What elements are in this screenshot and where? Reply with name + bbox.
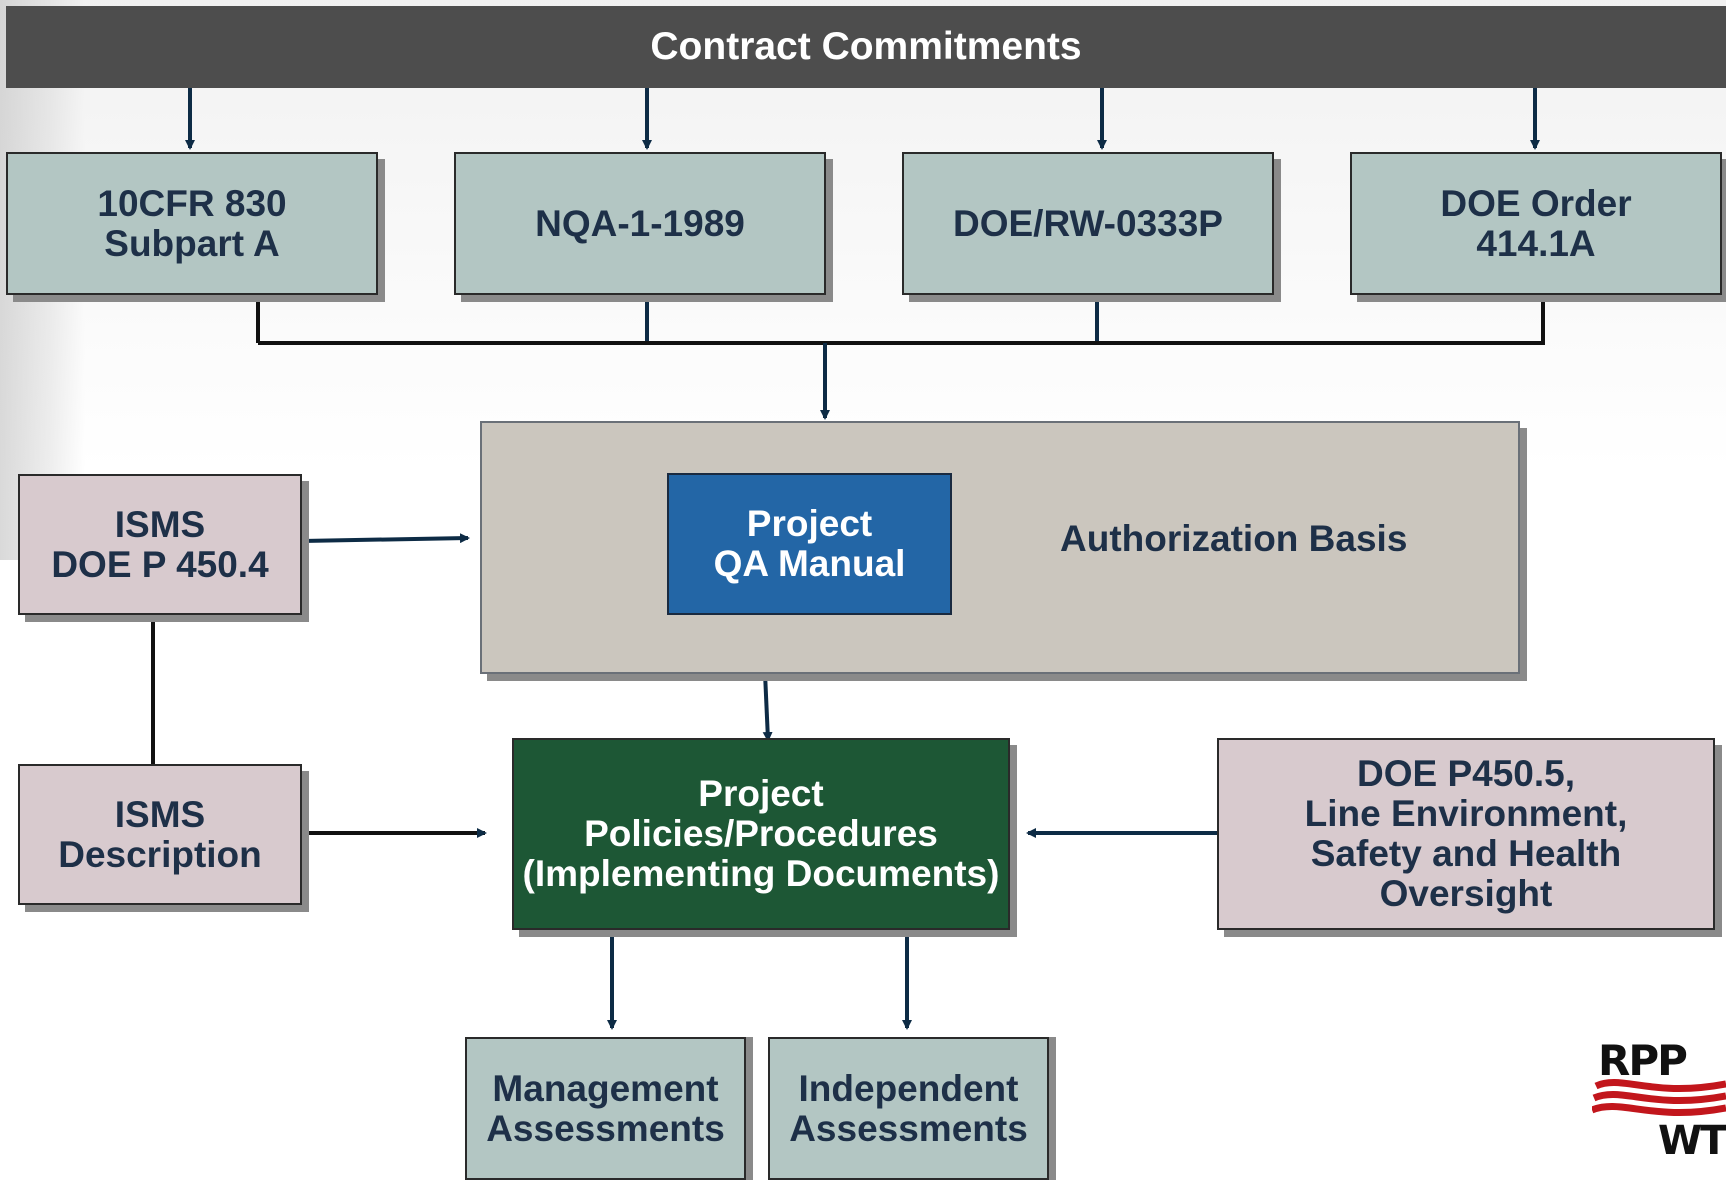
authorization-basis-box: Authorization Basis [480, 421, 1520, 674]
policies-procedures-label: Project Policies/Procedures (Implementin… [522, 773, 1000, 894]
requirement-label: DOE Order 414.1A [1440, 182, 1632, 264]
requirement-label: 10CFR 830 Subpart A [97, 182, 287, 264]
authorization-basis-label: Authorization Basis [1060, 518, 1408, 559]
logo-bottom-text: WTP [1658, 1118, 1726, 1164]
contract-commitments-header: Contract Commitments [6, 6, 1726, 88]
qa-manual-label: Project QA Manual [713, 503, 906, 584]
oversight-label: DOE P450.5, Line Environment, Safety and… [1304, 753, 1628, 914]
arrow-isms-to-authorization [301, 533, 470, 544]
rpp-wtp-logo: RPP WTP [1592, 1036, 1726, 1180]
isms-policy-box: ISMS DOE P 450.4 [18, 474, 302, 615]
qa-manual-box: Project QA Manual [667, 473, 952, 615]
logo-top-text: RPP [1598, 1036, 1688, 1085]
requirement-nqa-1: NQA-1-1989 [454, 152, 826, 295]
requirement-doe-order-414: DOE Order 414.1A [1350, 152, 1722, 295]
arrow-authorization-to-procedures [762, 672, 773, 742]
isms-description-box: ISMS Description [18, 764, 302, 905]
oversight-box: DOE P450.5, Line Environment, Safety and… [1217, 738, 1715, 930]
requirement-10cfr-830: 10CFR 830 Subpart A [6, 152, 378, 295]
isms-policy-label: ISMS DOE P 450.4 [51, 503, 269, 585]
header-title: Contract Commitments [650, 25, 1082, 68]
flag-stripes-icon [1592, 1079, 1726, 1117]
requirement-label: NQA-1-1989 [535, 202, 745, 244]
requirement-doe-rw-0333p: DOE/RW-0333P [902, 152, 1274, 295]
management-assessments-label: Management Assessments [486, 1067, 725, 1149]
policies-procedures-box: Project Policies/Procedures (Implementin… [512, 738, 1010, 930]
independent-assessments-box: Independent Assessments [768, 1037, 1049, 1180]
management-assessments-box: Management Assessments [465, 1037, 746, 1180]
isms-description-label: ISMS Description [58, 793, 262, 875]
independent-assessments-label: Independent Assessments [789, 1067, 1028, 1149]
requirement-label: DOE/RW-0333P [952, 202, 1223, 244]
